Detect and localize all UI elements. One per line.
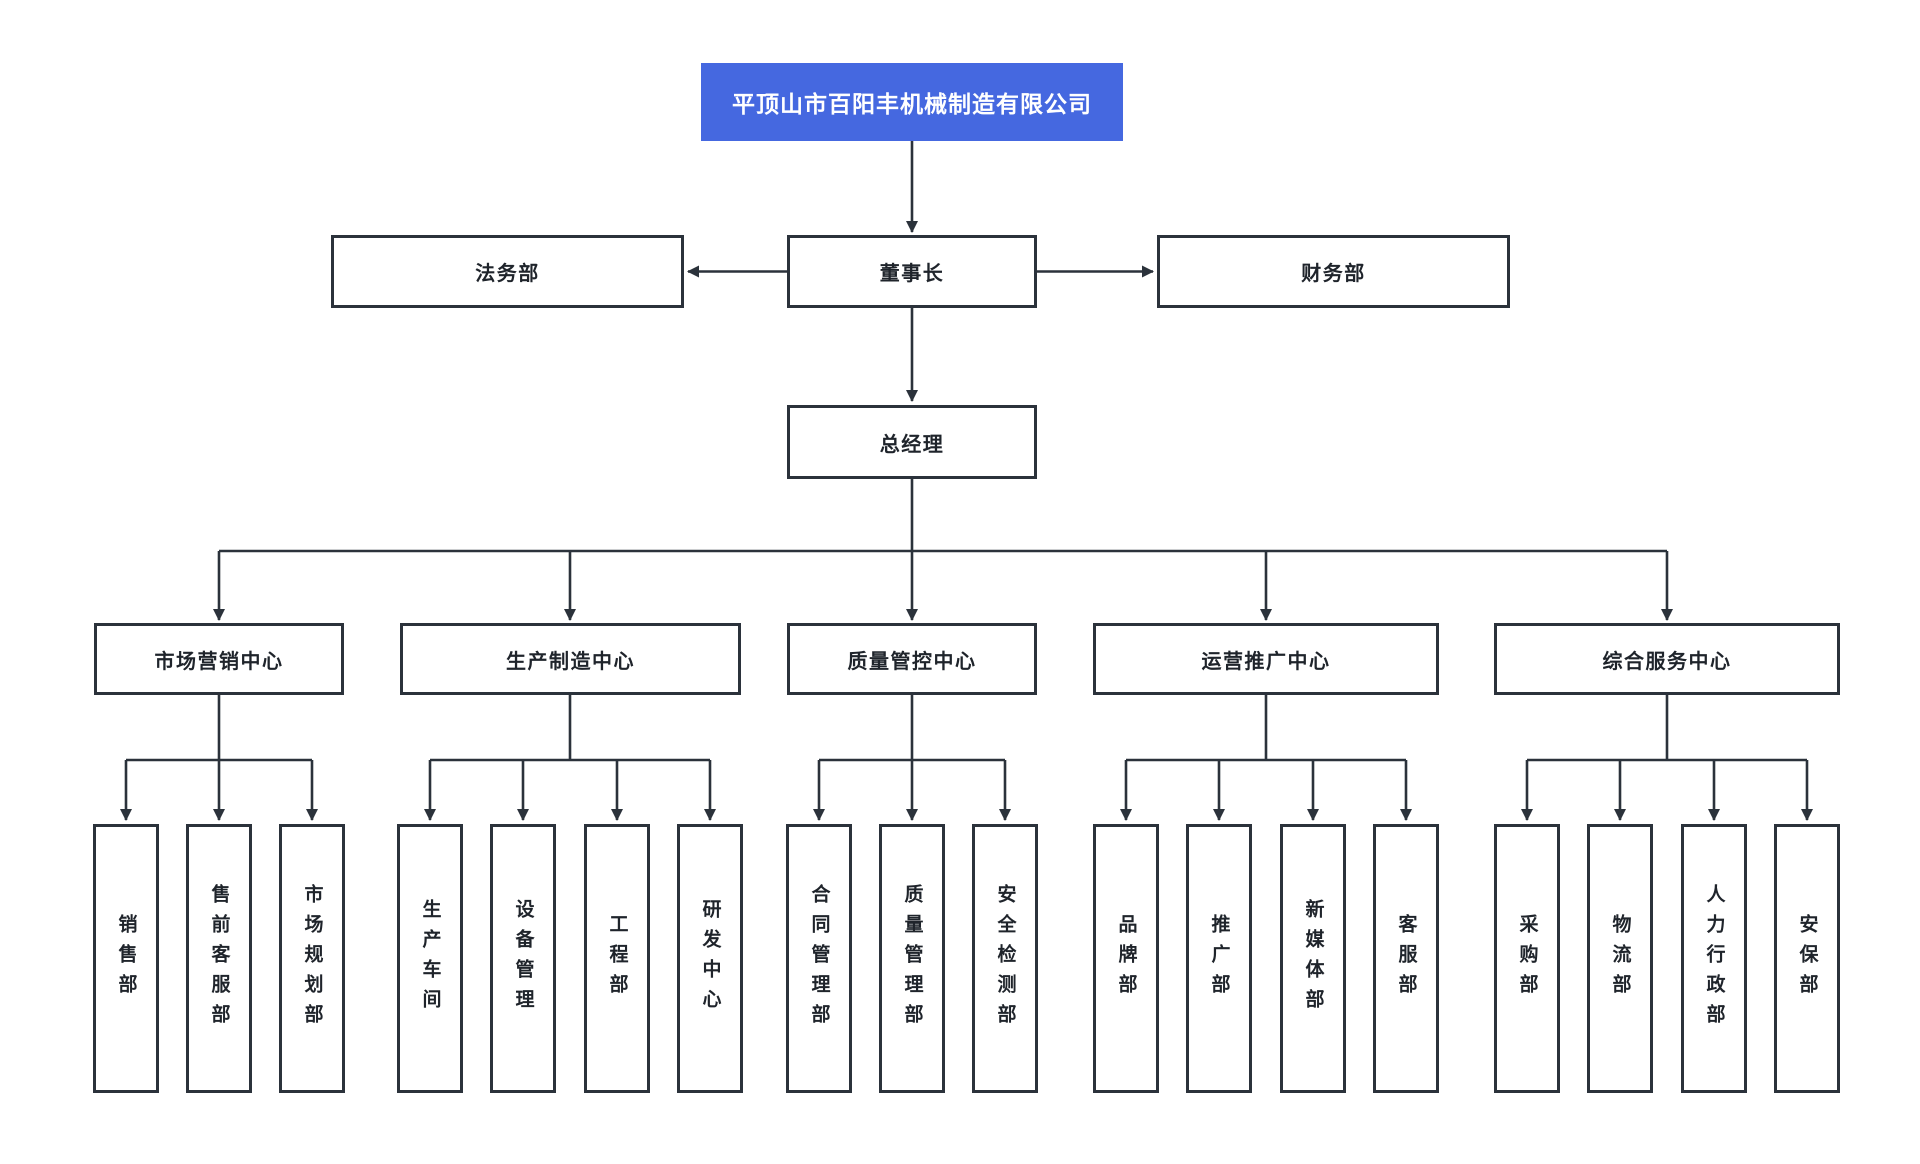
dept-security-label: 安保部: [1796, 913, 1818, 1004]
node-dept-new-media: 新媒体部: [1280, 824, 1346, 1093]
dept-logistics-label: 物流部: [1609, 913, 1631, 1004]
dept-presales-service-label: 售前客服部: [208, 883, 230, 1034]
node-dept-hr-admin: 人力行政部: [1681, 824, 1747, 1093]
legal-dept-label: 法务部: [475, 263, 540, 285]
dept-market-planning-label: 市场规划部: [301, 883, 323, 1034]
general-manager-label: 总经理: [879, 433, 945, 456]
node-dept-equipment-management: 设备管理: [490, 824, 556, 1093]
company-title-label: 平顶山市百阳丰机械制造有限公司: [732, 91, 1092, 117]
node-dept-customer-service: 客服部: [1373, 824, 1439, 1093]
node-chairman: 董事长: [787, 235, 1037, 308]
center-services-label: 综合服务中心: [1602, 650, 1732, 673]
node-dept-presales-service: 售前客服部: [186, 824, 252, 1093]
node-center-quality: 质量管控中心: [787, 623, 1037, 695]
node-dept-brand: 品牌部: [1093, 824, 1159, 1093]
center-operations-label: 运营推广中心: [1201, 650, 1331, 673]
node-dept-logistics: 物流部: [1587, 824, 1653, 1093]
trunk-lines: [126, 479, 1807, 762]
node-dept-production-workshop: 生产车间: [397, 824, 463, 1093]
chairman-label: 董事长: [879, 263, 945, 285]
arrow-lines: [120, 141, 1813, 821]
finance-dept-label: 财务部: [1301, 263, 1366, 285]
dept-brand-label: 品牌部: [1115, 913, 1137, 1004]
dept-sales-label: 销售部: [115, 913, 137, 1004]
node-dept-market-planning: 市场规划部: [279, 824, 345, 1093]
dept-engineering-label: 工程部: [606, 913, 628, 1004]
dept-equipment-management-label: 设备管理: [512, 898, 534, 1019]
node-dept-promotion: 推广部: [1186, 824, 1252, 1093]
center-production-label: 生产制造中心: [506, 650, 635, 673]
node-dept-contract-management: 合同管理部: [786, 824, 852, 1093]
center-quality-label: 质量管控中心: [847, 650, 977, 673]
dept-customer-service-label: 客服部: [1395, 913, 1417, 1004]
dept-hr-admin-label: 人力行政部: [1703, 883, 1725, 1034]
node-company-title: 平顶山市百阳丰机械制造有限公司: [701, 63, 1123, 141]
dept-rnd-center-label: 研发中心: [699, 898, 721, 1019]
node-dept-engineering: 工程部: [584, 824, 650, 1093]
dept-purchasing-label: 采购部: [1516, 913, 1538, 1004]
node-dept-rnd-center: 研发中心: [677, 824, 743, 1093]
node-center-marketing: 市场营销中心: [94, 623, 344, 695]
node-legal-dept: 法务部: [331, 235, 684, 308]
dept-contract-management-label: 合同管理部: [808, 883, 830, 1034]
node-dept-purchasing: 采购部: [1494, 824, 1560, 1093]
center-marketing-label: 市场营销中心: [154, 650, 284, 673]
dept-production-workshop-label: 生产车间: [419, 898, 441, 1019]
dept-promotion-label: 推广部: [1208, 913, 1230, 1004]
node-center-production: 生产制造中心: [400, 623, 741, 695]
node-center-services: 综合服务中心: [1494, 623, 1840, 695]
node-dept-security: 安保部: [1774, 824, 1840, 1093]
node-dept-sales: 销售部: [93, 824, 159, 1093]
node-finance-dept: 财务部: [1157, 235, 1510, 308]
node-dept-quality-management: 质量管理部: [879, 824, 945, 1093]
node-center-operations: 运营推广中心: [1093, 623, 1439, 695]
node-general-manager: 总经理: [787, 405, 1037, 479]
dept-new-media-label: 新媒体部: [1302, 898, 1324, 1019]
node-dept-safety-inspection: 安全检测部: [972, 824, 1038, 1093]
dept-safety-inspection-label: 安全检测部: [994, 883, 1016, 1034]
dept-quality-management-label: 质量管理部: [901, 883, 923, 1034]
